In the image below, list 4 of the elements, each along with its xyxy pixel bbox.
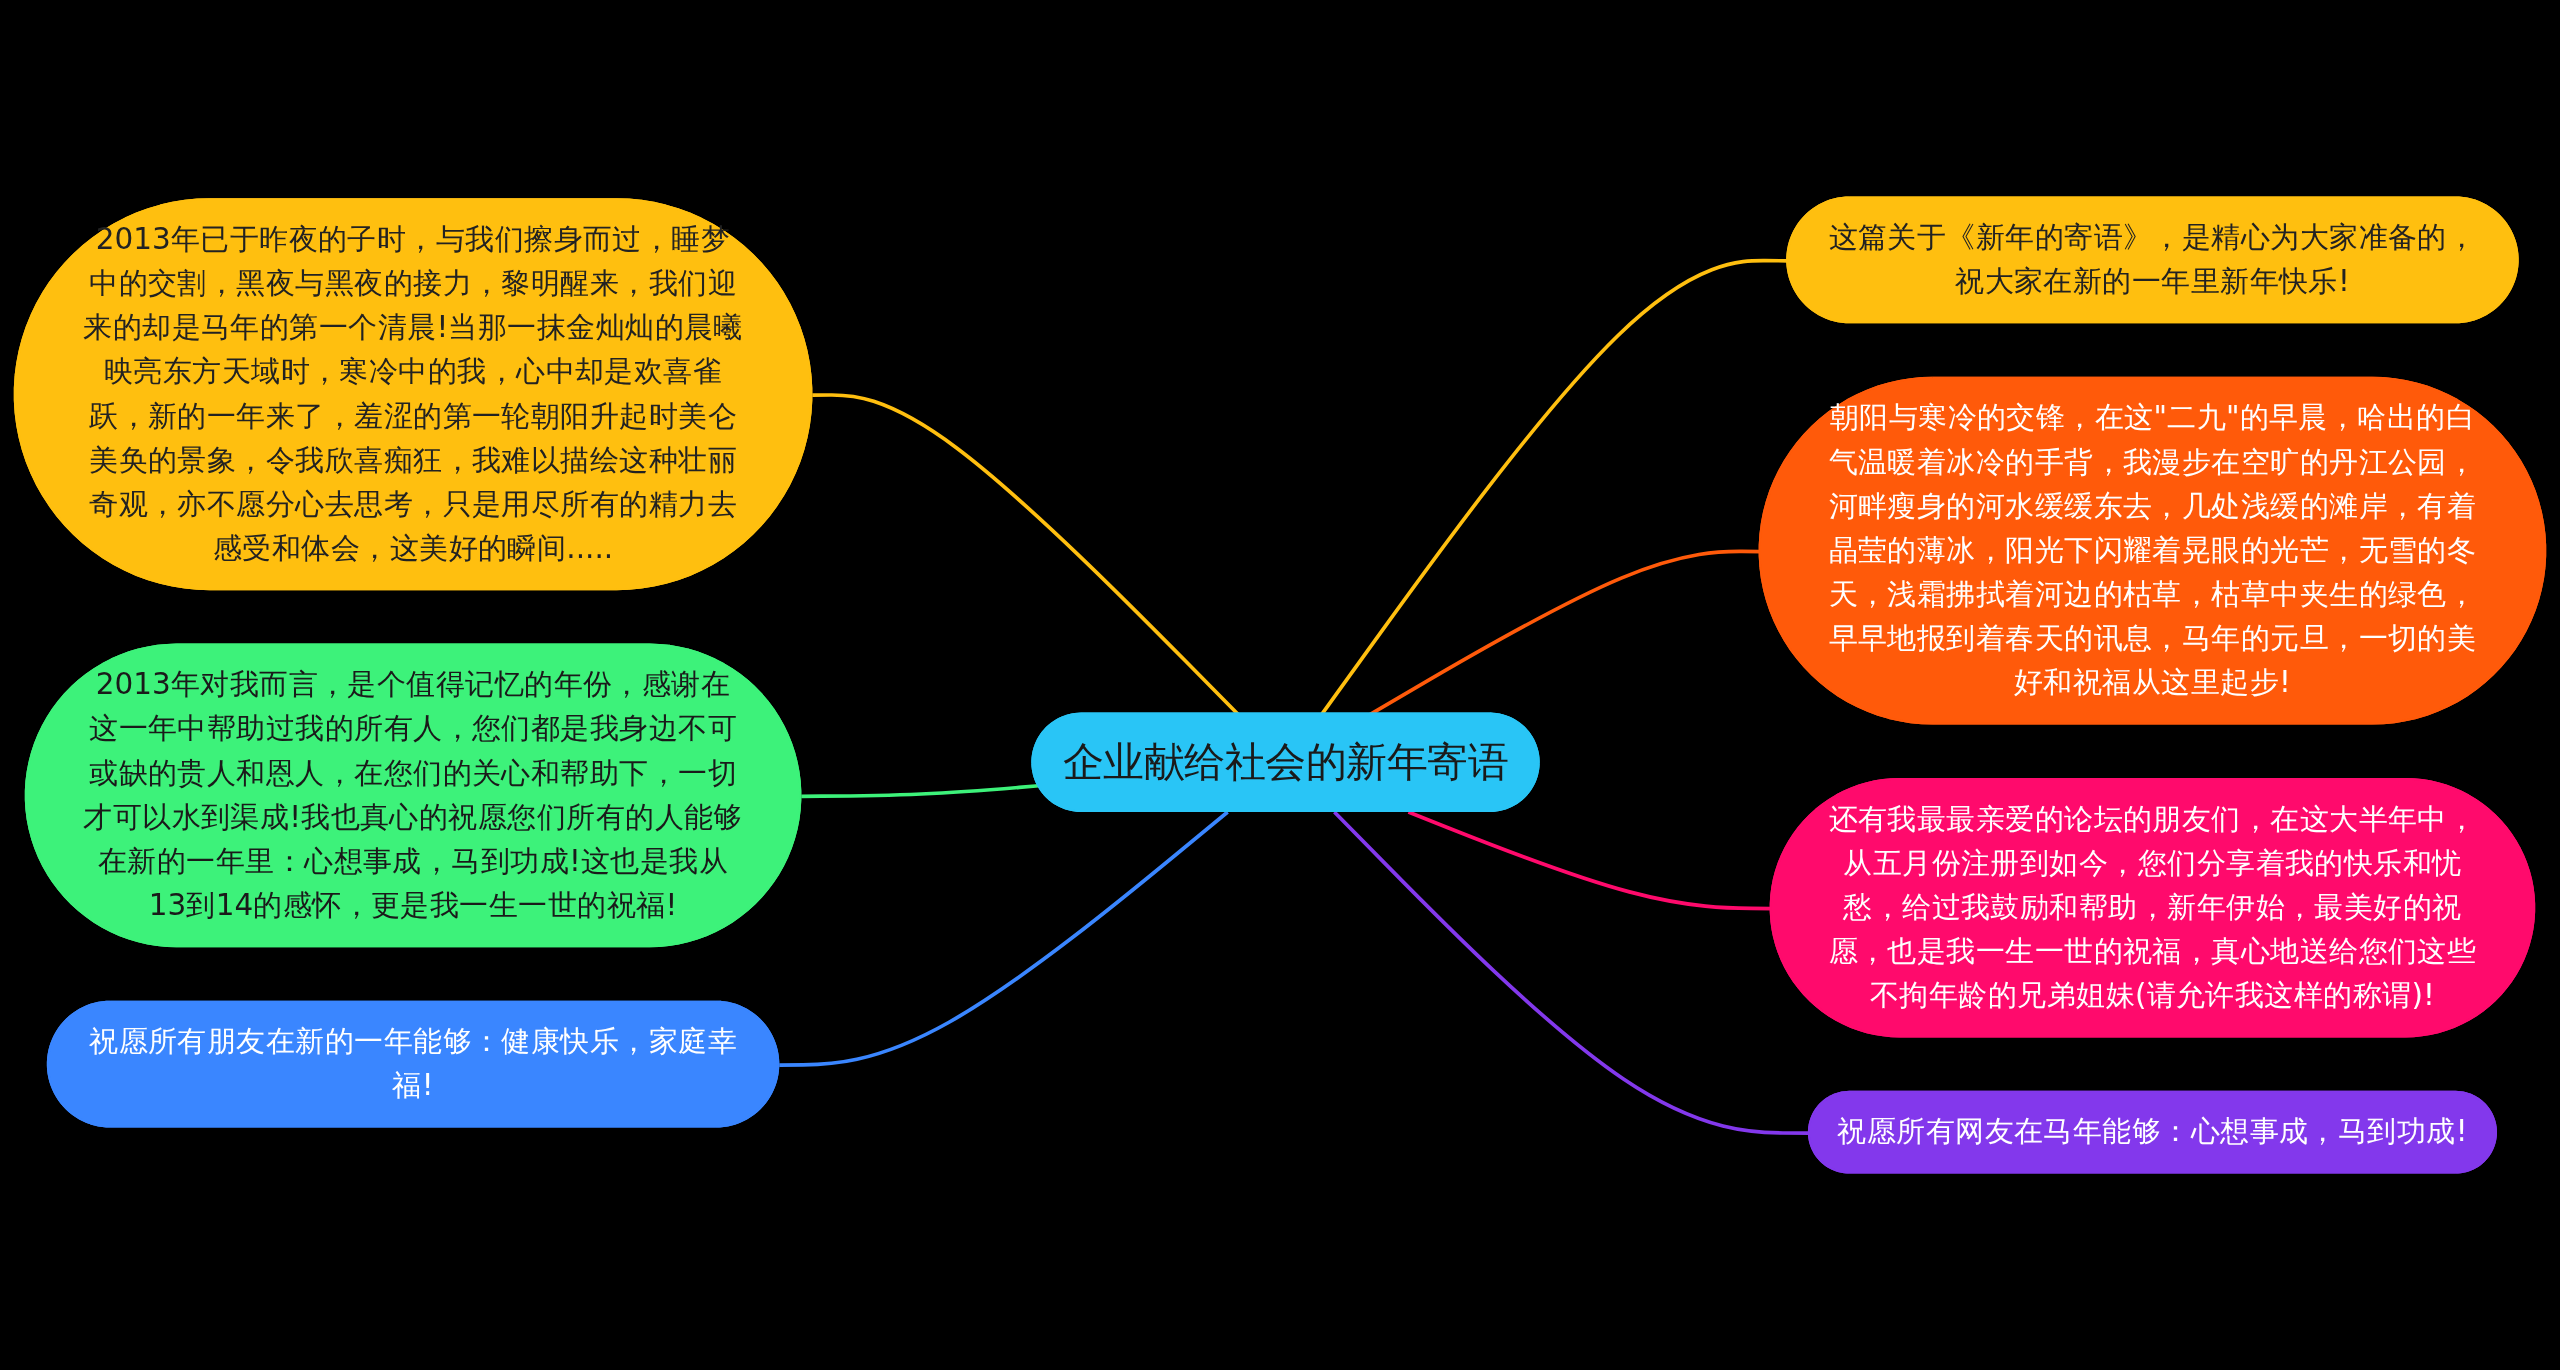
connector <box>801 783 1039 799</box>
connector <box>779 810 1229 1067</box>
connector <box>1407 810 1772 911</box>
connector <box>1333 810 1810 1135</box>
